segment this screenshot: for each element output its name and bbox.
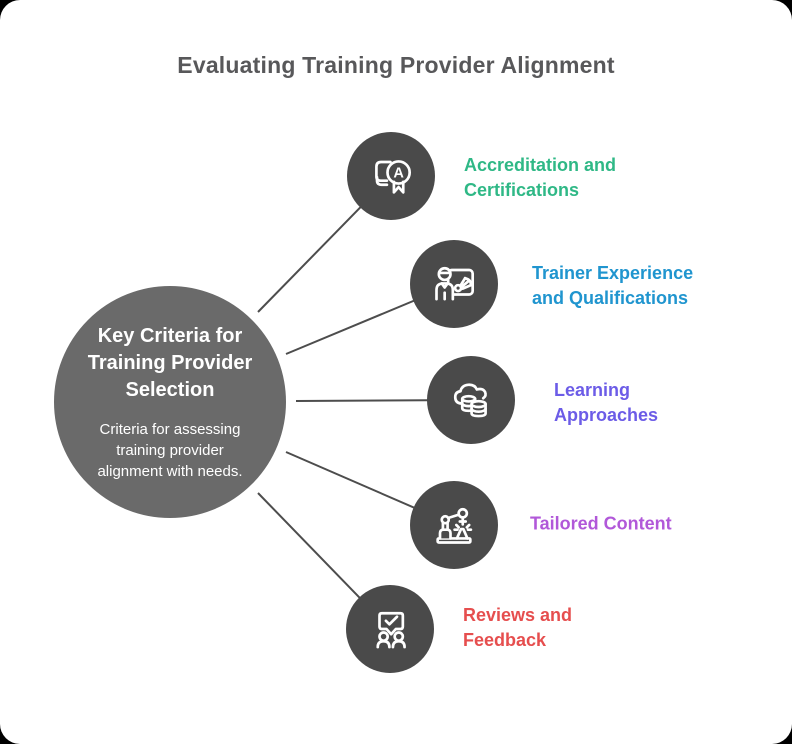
central-circle: Key Criteria for Training Provider Selec… [50, 282, 290, 522]
node-reviews-feedback [346, 585, 434, 673]
page-title: Evaluating Training Provider Alignment [177, 52, 615, 78]
node-accreditation-certifications: A [347, 132, 435, 220]
presenter-board-icon [435, 266, 475, 301]
svg-text:A: A [393, 166, 404, 182]
label-accreditation-certifications: Accreditation and Certifications [464, 155, 617, 200]
label-trainer-experience: Trainer Experience and Qualifications [532, 263, 694, 308]
label-tailored-content: Tailored Content [530, 513, 672, 534]
node-tailored-content [410, 481, 498, 569]
node-learning-approaches [427, 356, 515, 444]
central-description: Criteria for assessing training provider… [97, 420, 243, 480]
label-reviews-feedback: Reviews and Feedback [463, 605, 573, 650]
cloud-database-icon [453, 383, 487, 418]
node-trainer-experience [410, 240, 498, 328]
central-heading: Key Criteria for Training Provider Selec… [87, 324, 253, 401]
certificate-medal-icon: A [375, 160, 412, 194]
robot-arm-icon [436, 507, 473, 544]
label-learning-approaches: Learning Approaches [554, 380, 659, 425]
people-feedback-icon [376, 611, 406, 649]
